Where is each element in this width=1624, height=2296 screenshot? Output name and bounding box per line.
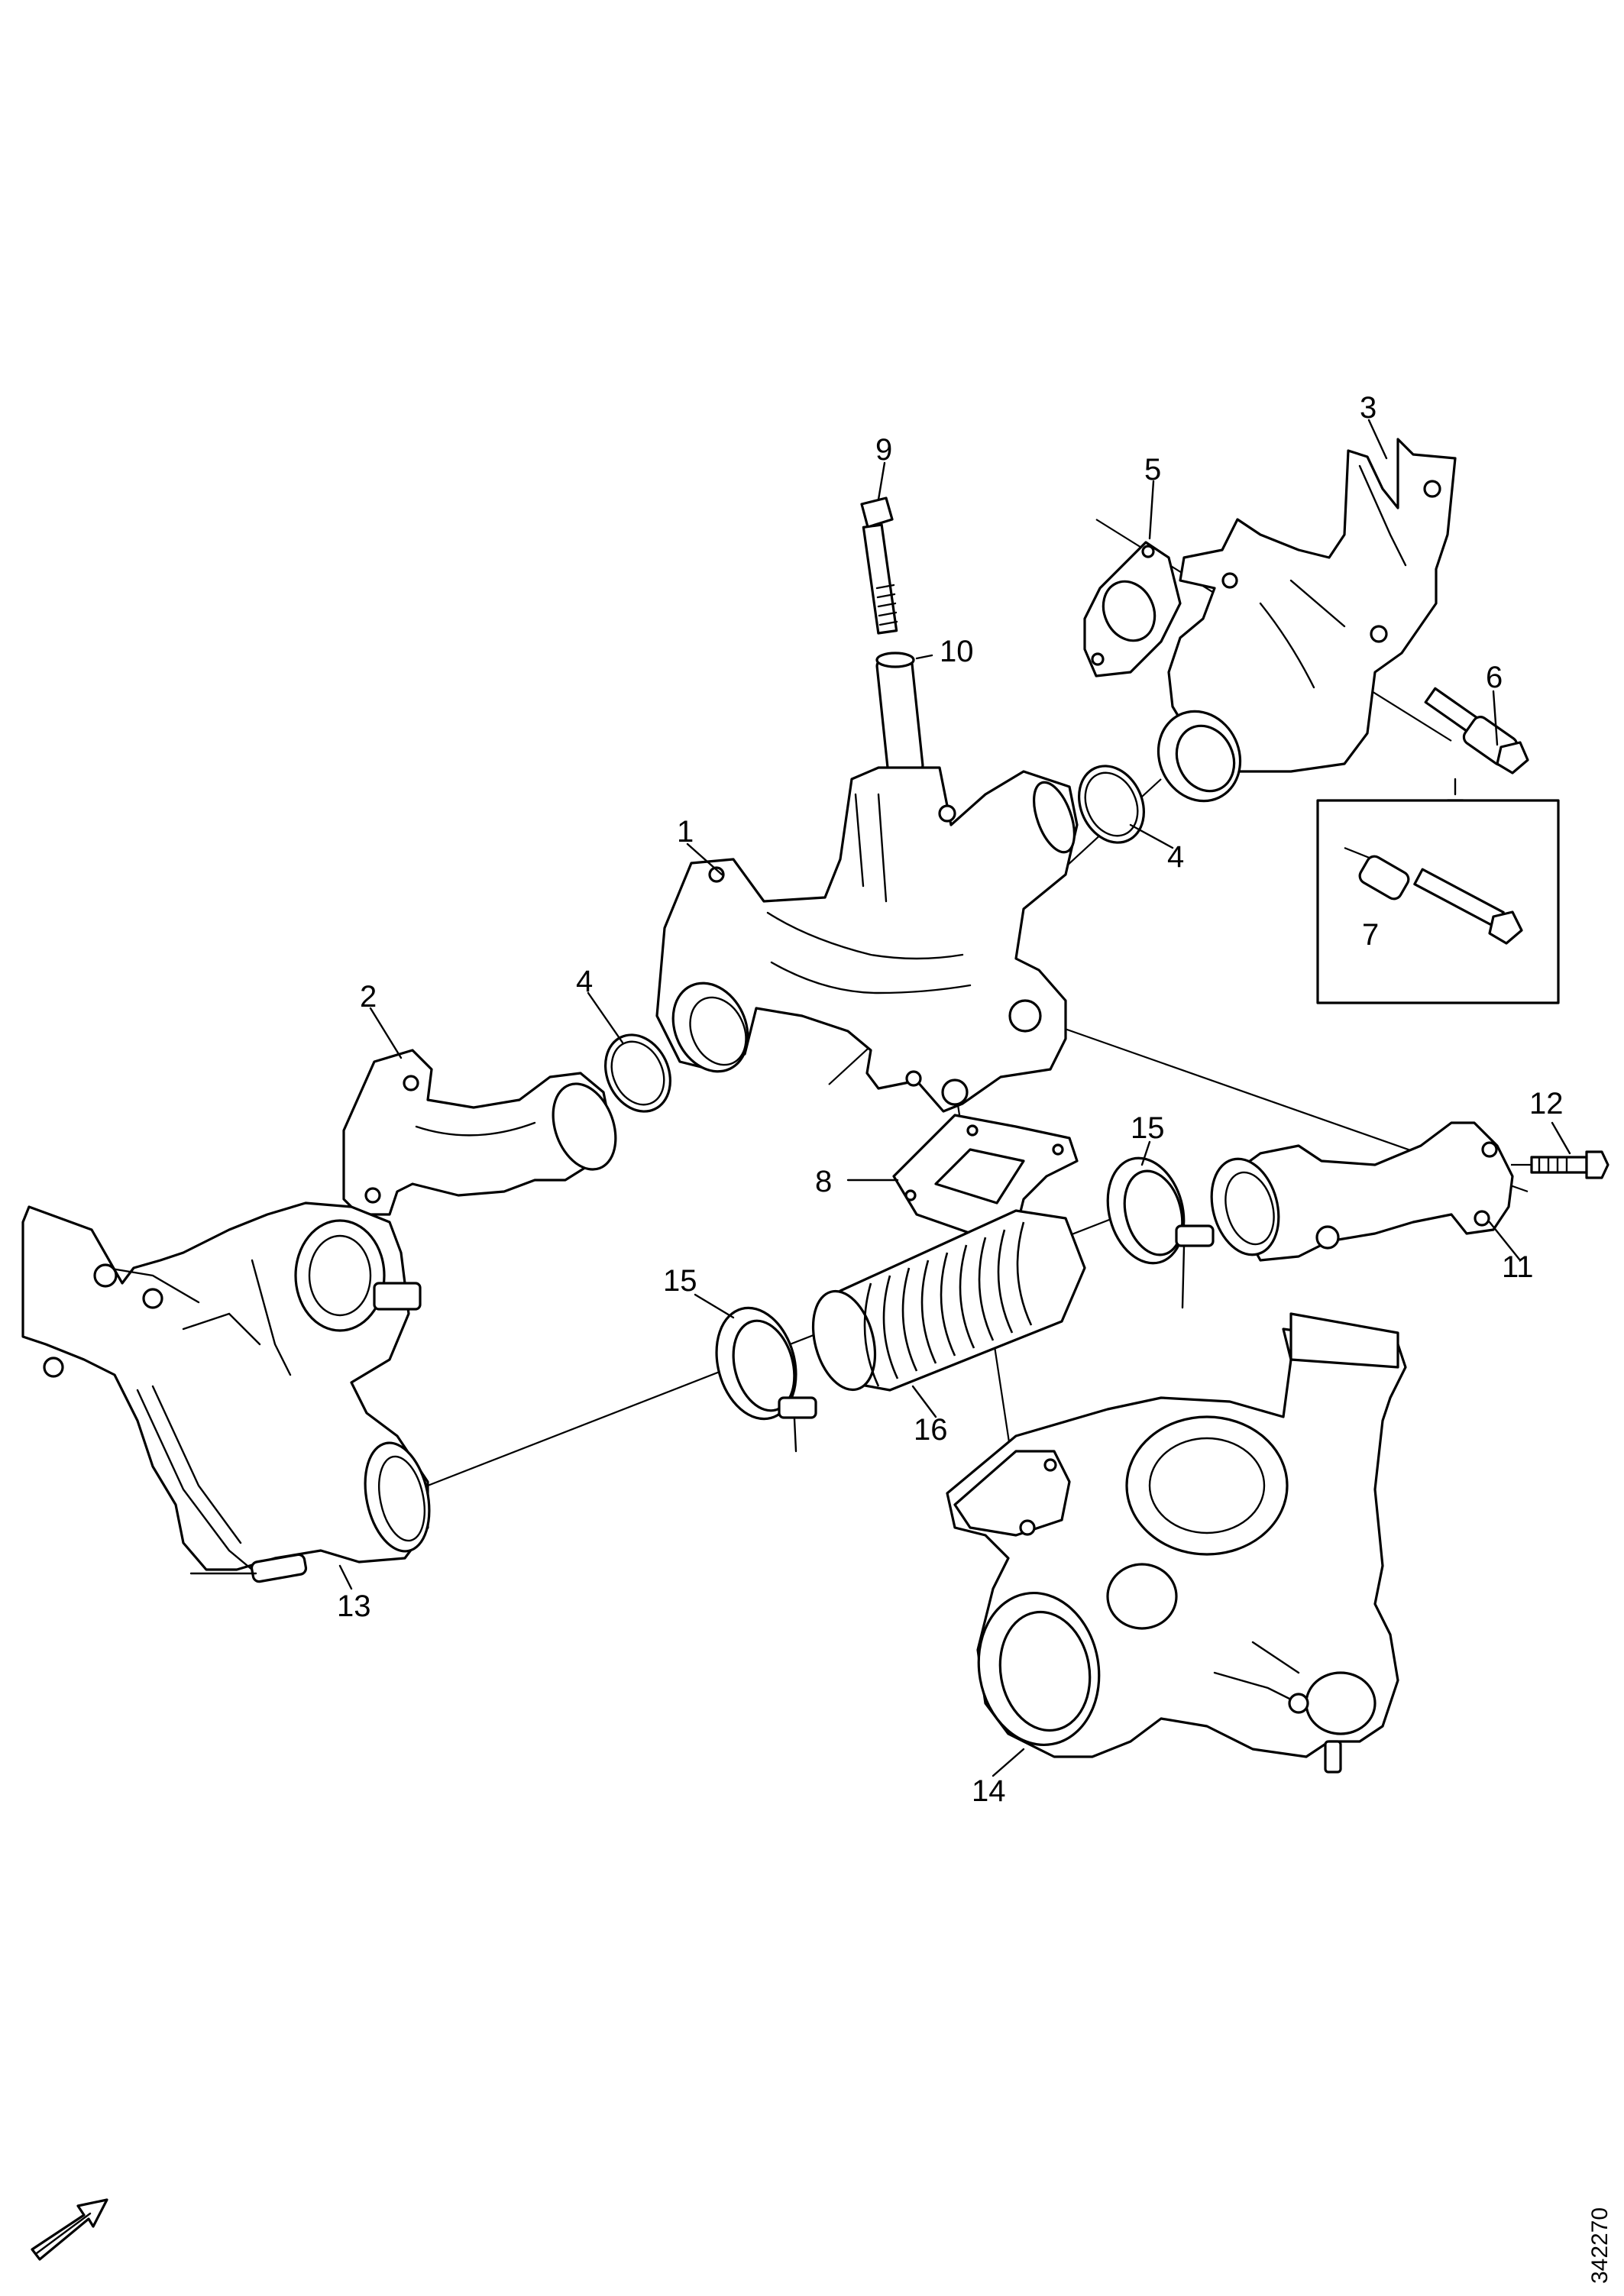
callout-4-right: 4 [1167,840,1184,874]
part-10-spacer-sleeve [875,652,924,775]
callout-2: 2 [360,980,377,1014]
part-5-manifold-gasket [1083,541,1182,677]
callout-15-right: 15 [1131,1111,1165,1145]
part-2-front-exhaust-pipe [342,1049,617,1216]
callout-7: 7 [1362,918,1379,952]
part-15-v-band-clamp-right [1106,1156,1215,1309]
callout-11: 11 [1502,1250,1534,1284]
part-15-v-band-clamp-left [715,1306,817,1453]
document-number: 342270 [1587,2207,1613,2284]
callout-10: 10 [940,635,974,668]
callout-4-left: 4 [576,965,593,998]
part-3-rear-exhaust-manifold [1157,438,1457,803]
front-direction-arrow-icon [31,2198,108,2261]
part-9-bolt [860,496,898,635]
part-7-detail-box [1316,778,1560,1004]
callout-6: 6 [1486,661,1503,694]
part-4-seal-ring-right [1078,765,1145,844]
callout-labels: 1 2 3 4 4 5 6 7 8 9 10 11 12 13 14 15 15… [337,391,1564,1808]
callout-8: 8 [815,1165,832,1198]
callout-14: 14 [972,1774,1006,1808]
callout-12: 12 [1529,1087,1564,1121]
part-16-flexible-bellows [811,1209,1086,1392]
part-12-bolt [1530,1150,1609,1179]
callout-16: 16 [914,1413,948,1447]
part-4-seal-ring-left [604,1033,671,1113]
callout-1: 1 [677,815,694,849]
part-1-centre-exhaust-manifold [655,766,1079,1113]
callout-13: 13 [337,1589,371,1623]
part-11-exhaust-pipe [1210,1121,1514,1262]
part-13-exhaust-housing [21,1201,431,1583]
callout-3: 3 [1360,391,1377,425]
part-6-bolt-with-sleeve [1424,687,1529,774]
part-14-turbocharger [946,1312,1407,1774]
callout-leader-lines [338,419,1571,1777]
callout-15-left: 15 [663,1264,697,1298]
callout-9: 9 [875,433,892,467]
callout-5: 5 [1144,453,1161,487]
